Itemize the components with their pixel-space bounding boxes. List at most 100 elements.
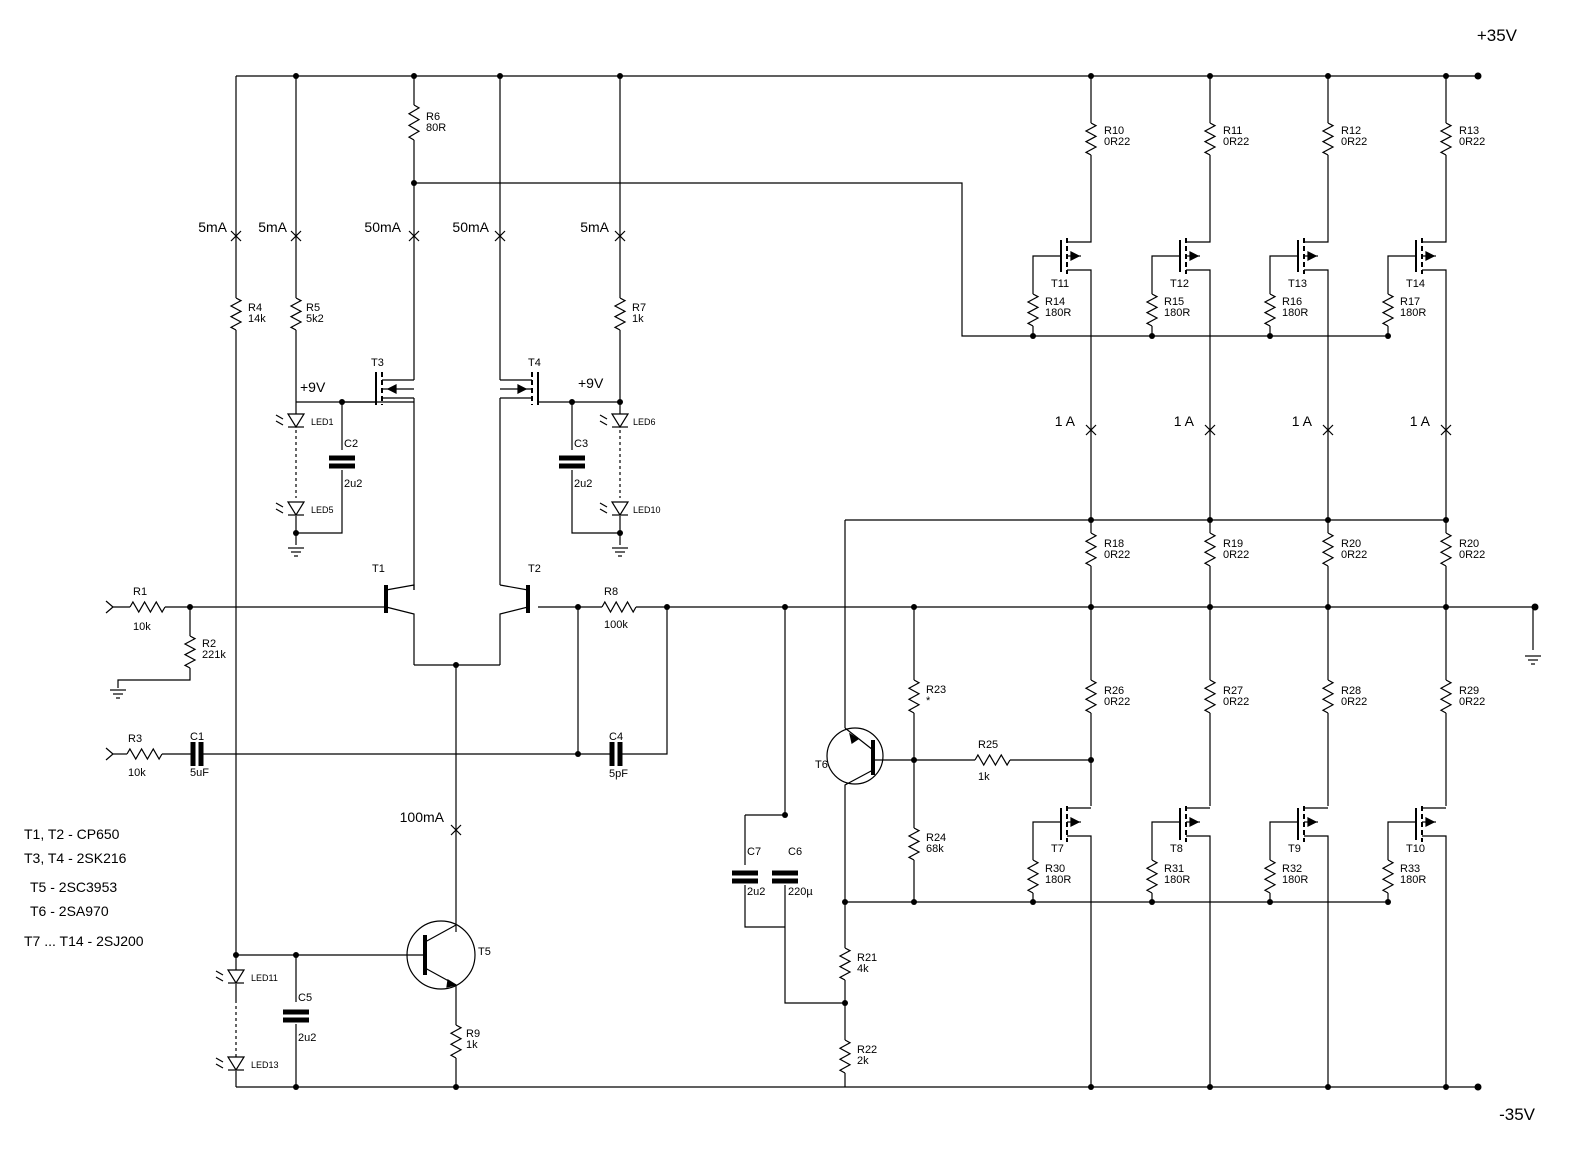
resistor-value: 100k [604,619,628,631]
parts-list-item: T3, T4 - 2SK216 [24,850,127,866]
junction-dots [187,72,1539,1091]
mosfet-arrow [517,384,528,394]
resistor-r12 [1321,122,1335,156]
junction-dot [1385,899,1391,905]
resistor-value: 180R [1282,874,1308,886]
transistor-label: T10 [1406,843,1425,855]
resistor-r18 [1084,532,1098,567]
resistor-name: R4 [248,302,262,314]
terminal-dot [1531,603,1539,611]
led-label: LED6 [633,417,656,427]
current-mark [230,230,242,242]
junction-dot [1325,1084,1331,1090]
resistor-r3 [126,747,163,761]
current-label: 1 A [1292,413,1313,429]
resistor-name: R11 [1223,125,1242,137]
resistor-value: 180R [1400,874,1426,886]
bjt-arrow [849,732,860,744]
wire [385,606,415,665]
wire [296,470,343,534]
capacitor-name: C1 [190,731,204,743]
junction-dot [1088,604,1094,610]
mosfet-arrow [1070,817,1081,827]
wire [1269,255,1298,294]
junction-dot [1267,899,1273,905]
resistor-value: 10k [133,621,151,633]
wire [571,470,620,534]
resistor-r10 [1084,122,1098,156]
resistor-value: 14k [248,313,266,325]
transistor-label: T2 [528,563,541,575]
capacitor-name: C5 [298,992,312,1004]
resistor-r20b [1439,532,1453,567]
wire [744,885,785,928]
resistor-value: 0R22 [1223,696,1249,708]
resistor-name: R27 [1223,685,1243,697]
components [105,104,1541,1074]
capacitor-name: C2 [344,438,358,450]
mosfet-arrow [1307,251,1318,261]
wire [1067,240,1092,243]
positive-rail-label: +35V [1477,26,1518,45]
resistor-name: R26 [1104,685,1124,697]
resistor-name: R18 [1104,538,1124,550]
current-label: 5mA [198,219,227,235]
resistor-r31 [1145,859,1159,894]
junction-dot [1207,1084,1213,1090]
junction-dot [1443,604,1449,610]
wire [1422,835,1447,1087]
junction-dot [1088,757,1094,763]
labels: +35V-35VR414kLED11LED13R55k2LED1LED5C22u… [24,26,1536,1124]
led-label: LED10 [633,505,661,515]
terminal-dot [1474,1083,1482,1091]
resistor-name: R20 [1341,538,1361,550]
wire [1067,269,1092,520]
capacitor-name: C6 [788,846,802,858]
transistor-label: T6 [815,759,828,771]
led-label: LED5 [311,505,334,515]
resistor-name: R20 [1459,538,1479,550]
led-symbol [610,501,630,517]
junction-dot [1030,899,1036,905]
capacitor-value: 2u2 [298,1032,316,1044]
resistor-r23 [907,679,921,714]
resistor-value: 0R22 [1104,136,1130,148]
mosfet-arrow [1425,817,1436,827]
capacitor-name: C3 [574,438,588,450]
junction-dot [453,662,459,668]
transistor-label: T11 [1051,278,1069,290]
current-label: 100mA [400,809,445,825]
resistor-name: R9 [466,1028,480,1040]
resistor-value: 2k [857,1055,869,1067]
junction-dot [233,952,239,958]
junction-dot [911,604,917,610]
current-label: 50mA [364,219,401,235]
resistor-r17 [1381,293,1395,327]
resistor-r30 [1026,859,1040,894]
resistor-r9 [449,1024,463,1059]
resistor-name: R25 [978,739,998,751]
junction-dot [339,399,345,405]
capacitor-value: 2u2 [344,478,362,490]
wire [499,606,529,665]
resistor-value: 180R [1045,874,1071,886]
junction-dot [911,899,917,905]
bjt-t5-body [406,920,476,990]
resistor-value: 0R22 [1341,696,1367,708]
mosfet-arrow [1425,251,1436,261]
led-symbol [226,1056,246,1072]
wires [113,75,1535,1088]
current-label: 50mA [452,219,489,235]
wire [424,924,457,943]
led-label: LED13 [251,1060,279,1070]
junction-dot [575,751,581,757]
wire [385,584,415,591]
wire [1186,835,1211,1087]
capacitor-value: 2u2 [747,886,765,898]
capacitor-name: C4 [609,731,623,743]
resistor-r21 [838,947,852,981]
current-mark [1204,424,1216,436]
junction-dot [1325,73,1331,79]
resistor-name: R1 [133,586,147,598]
